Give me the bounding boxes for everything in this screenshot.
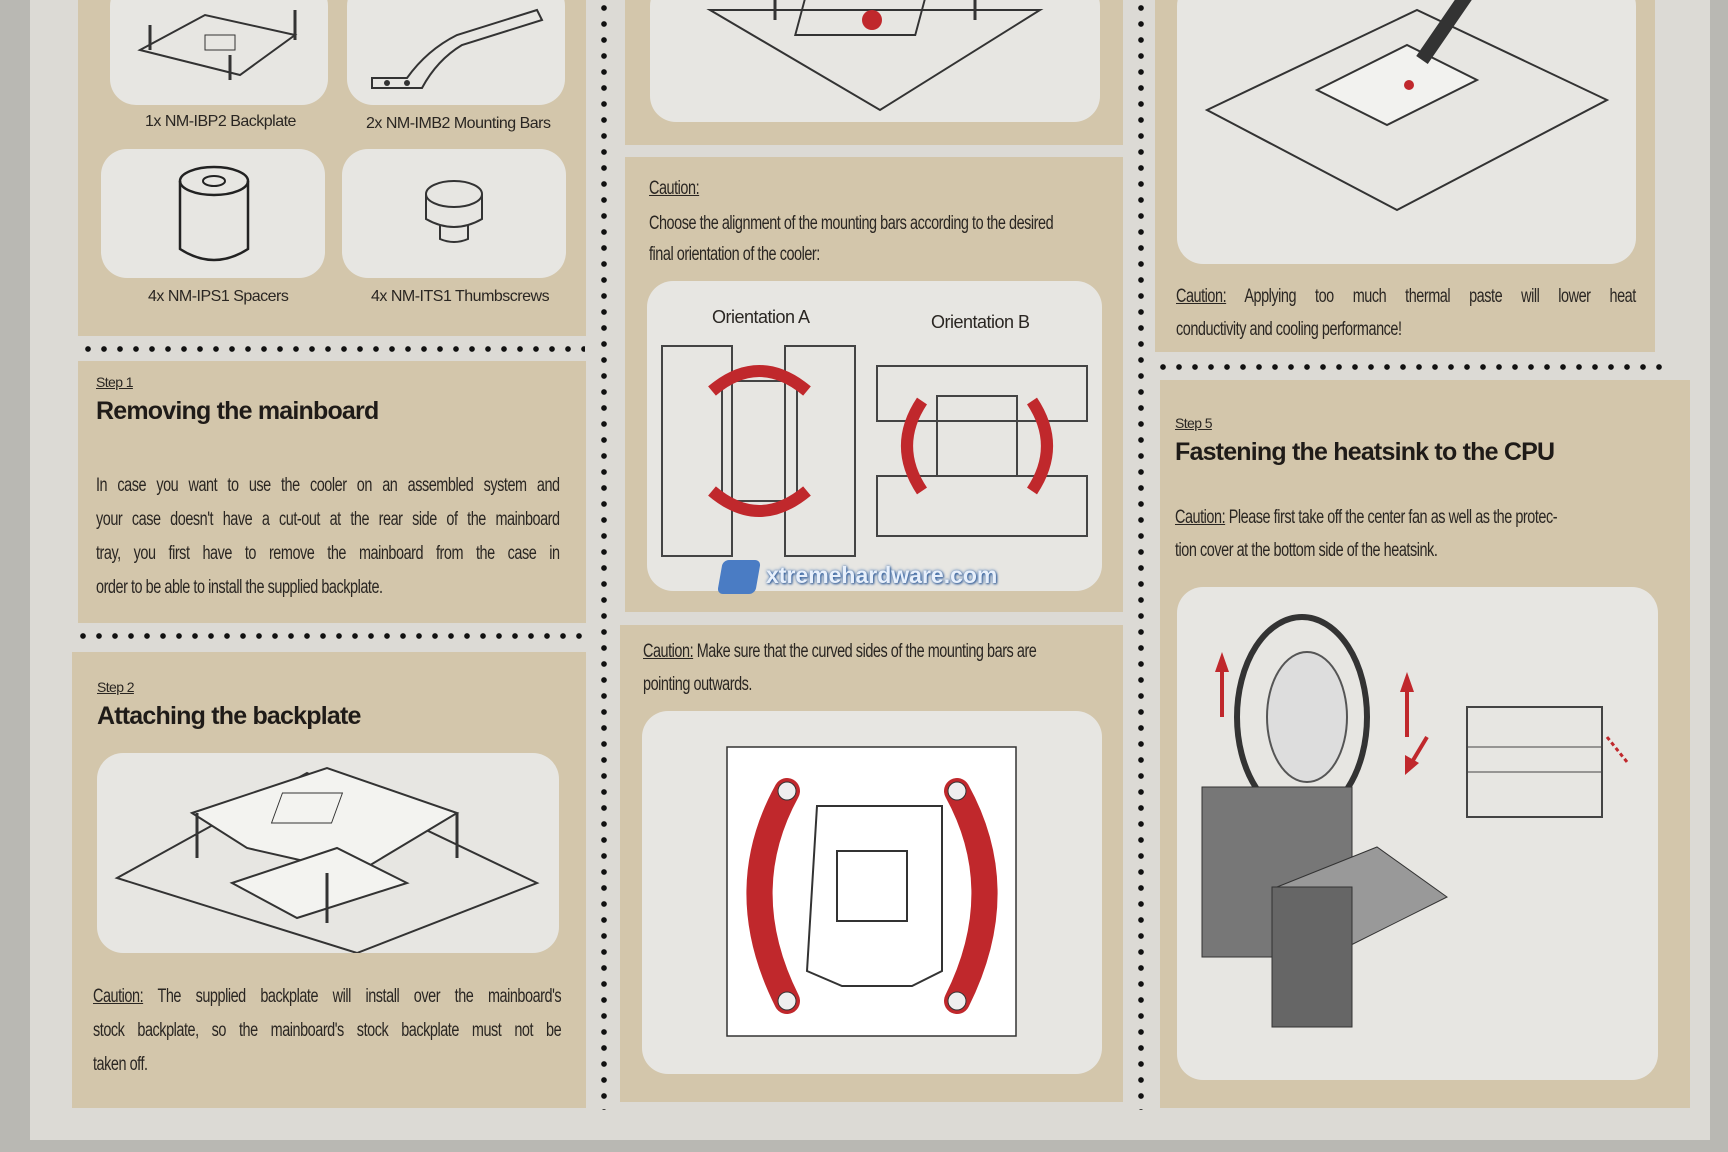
thermal-paste-image [1177,0,1636,264]
spacer-illustration [178,165,250,262]
caution-line: taken off. [93,1054,148,1075]
paste-caution-text: Caution: Applying too much thermal paste… [1176,280,1636,346]
backplate-attach-illustration [114,766,540,953]
heatsink-illustration [1201,614,1629,1028]
mounting-bars-illustration [371,8,544,89]
step1-line: order to be able to install the supplied… [96,577,383,598]
spacers-image [101,149,325,278]
caution-line: conductivity and cooling performance! [1176,319,1402,340]
caution-label: Caution: [1175,507,1226,528]
step5-caution-line-2: tion cover at the bottom side of the hea… [1175,540,1438,561]
caution-label: Caution: [643,641,694,662]
column-divider-right [1138,0,1144,1110]
step5-label: Step 5 [1175,415,1212,431]
mounting-bars-illustration [726,746,1017,1037]
caution-line: Make sure that the curved sides of the m… [696,641,1037,662]
orientation-b-label: Orientation B [931,312,1030,332]
step1-line: tray, you first have to remove the mainb… [96,543,560,564]
mounting-bars-image [642,711,1102,1074]
watermark-text: xtremehardware.com [766,562,998,589]
watermark-logo-icon [717,560,761,594]
thermal-paste-panel: Caution: Applying too much thermal paste… [1155,0,1655,352]
cpu-socket-panel [625,0,1123,145]
step2-panel: Step 2 Attaching the backplate Caution: … [72,652,586,1108]
spacers-label: 4x NM-IPS1 Spacers [148,288,289,305]
divider-after-parts [80,346,585,352]
step5-title: Fastening the heatsink to the CPU [1175,438,1555,466]
step5-panel: Step 5 Fastening the heatsink to the CPU… [1160,380,1690,1108]
caution-line: The supplied backplate will install over… [157,986,562,1007]
orientation-caution-label: Caution: [649,178,700,199]
orientation-image: Orientation A Orientation B [647,281,1102,591]
orientation-line-1: Choose the alignment of the mounting bar… [649,213,1054,234]
step2-label: Step 2 [97,679,134,695]
thumbscrew-illustration [425,180,483,243]
caution-line: Applying too much thermal paste will low… [1244,286,1636,307]
orientation-a-label: Orientation A [712,307,810,327]
orientation-illustration [661,345,1088,557]
step1-label: Step 1 [96,374,133,390]
step1-text: In case you want to use the cooler on an… [96,469,560,605]
cpu-socket-illustration [706,0,1044,112]
thermal-paste-illustration [1204,0,1610,212]
curved-caution-line-2: pointing outwards. [643,674,753,695]
curved-sides-panel: Caution: Make sure that the curved sides… [620,625,1123,1102]
mounting-bars-label: 2x NM-IMB2 Mounting Bars [366,115,551,132]
caution-label: Caution: [1176,286,1227,307]
step1-line: In case you want to use the cooler on an… [96,475,560,496]
backplate-illustration [137,10,298,80]
step1-title: Removing the mainboard [96,397,379,425]
backplate-label: 1x NM-IBP2 Backplate [145,113,296,130]
thumbscrews-image [342,149,566,278]
step2-title: Attaching the backplate [97,702,361,730]
curved-caution-line-1: Caution: Make sure that the curved sides… [643,641,1037,663]
step2-caution-text: Caution: The supplied backplate will ins… [93,980,562,1082]
orientation-panel: Caution: Choose the alignment of the mou… [625,157,1123,612]
parts-panel: 1x NM-IBP2 Backplate 2x NM-IMB2 Mounting… [78,0,586,336]
divider-after-paste [1155,364,1665,370]
divider-after-step1 [75,633,585,639]
caution-label: Caution: [93,986,144,1007]
backplate-attach-image [97,753,559,953]
backplate-image [110,0,328,105]
cpu-socket-image [650,0,1100,122]
column-divider-left [601,0,607,1110]
thumbscrews-label: 4x NM-ITS1 Thumbscrews [371,288,550,305]
step5-caution-line-1: Caution: Please first take off the cente… [1175,507,1558,529]
orientation-line-2: final orientation of the cooler: [649,244,820,265]
watermark: xtremehardware.com [717,560,998,594]
mounting-bars-image [347,0,565,105]
heatsink-image [1177,587,1658,1080]
step1-line: your case doesn't have a cut-out at the … [96,509,560,530]
caution-line: Please first take off the center fan as … [1228,507,1558,528]
step1-panel: Step 1 Removing the mainboard In case yo… [78,361,586,623]
caution-line: stock backplate, so the mainboard's stoc… [93,1020,562,1041]
